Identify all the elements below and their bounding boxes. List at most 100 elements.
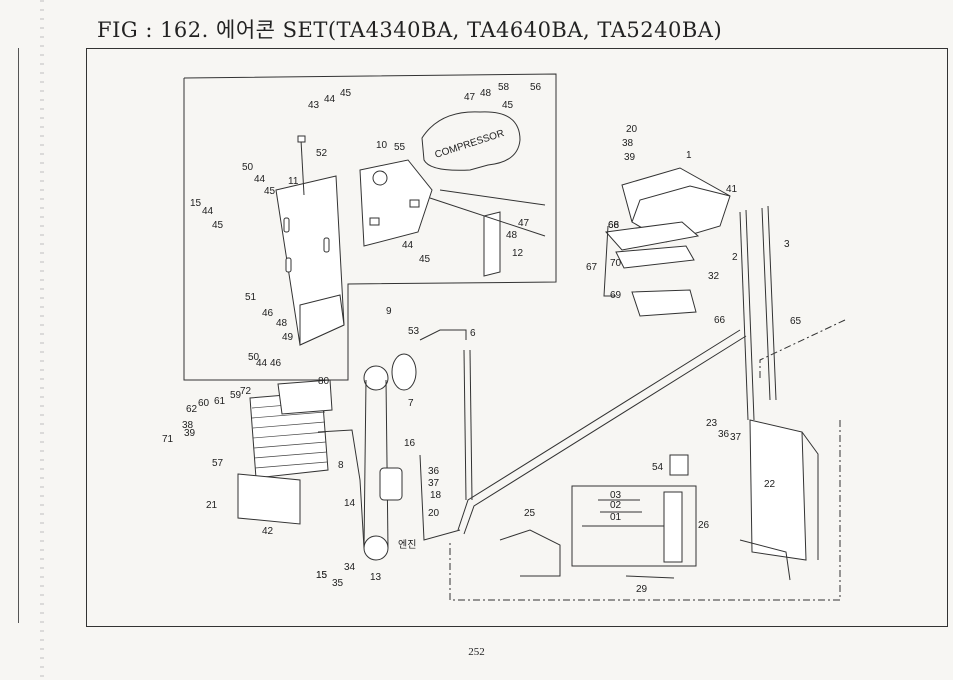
callout-23: 23 [706, 418, 718, 429]
callout-71: 71 [162, 434, 174, 445]
callout-66: 66 [714, 315, 726, 326]
callout-52: 52 [316, 148, 328, 159]
callout-50: 50 [242, 162, 254, 173]
callout-44: 44 [324, 94, 336, 105]
callout-58: 58 [498, 82, 510, 93]
callout-1: 1 [686, 150, 692, 161]
callout-45: 45 [264, 186, 276, 197]
callout-39: 39 [624, 152, 636, 163]
callout-15: 15 [316, 570, 328, 581]
callout-65: 65 [790, 316, 802, 327]
callout-37: 37 [428, 478, 440, 489]
callout-60: 60 [198, 398, 210, 409]
callout-44: 44 [256, 358, 268, 369]
left-margin-rule [18, 48, 19, 623]
compressor-outline [421, 111, 521, 171]
cab-frame [749, 419, 807, 561]
callout-57: 57 [212, 458, 224, 469]
callout-68: 68 [608, 220, 620, 231]
callout-6: 6 [470, 328, 476, 339]
callout-59: 59 [230, 390, 242, 401]
callout-12: 12 [512, 248, 524, 259]
callout-48: 48 [506, 230, 518, 241]
callout-70: 70 [610, 258, 622, 269]
callout-45: 45 [212, 220, 224, 231]
callout-20: 20 [428, 508, 440, 519]
callout-38: 38 [622, 138, 634, 149]
callout-42: 42 [262, 526, 274, 537]
callout-41: 41 [726, 184, 738, 195]
callout-66: 66 [608, 220, 620, 231]
lower-pulley [363, 535, 389, 561]
callout-44: 44 [254, 174, 266, 185]
callout-44: 44 [402, 240, 414, 251]
callout-03: 03 [610, 490, 622, 501]
callout-61: 61 [214, 396, 226, 407]
callout-53: 53 [408, 326, 420, 337]
callout-45: 45 [419, 254, 431, 265]
callout-14: 14 [344, 498, 356, 509]
callout-67: 67 [586, 262, 598, 273]
callout-numbers: 1236789101112131415151516182020212223252… [162, 82, 802, 595]
callout-13: 13 [370, 572, 382, 583]
wiring-inset-box [571, 485, 697, 567]
callout-47: 47 [518, 218, 530, 229]
callout-56: 56 [530, 82, 542, 93]
diagram-frame [86, 48, 948, 627]
bracket-group-box [183, 73, 557, 381]
callout-3: 3 [784, 239, 790, 250]
callout-62: 62 [186, 404, 198, 415]
callout-49: 49 [282, 332, 294, 343]
callout-15: 15 [190, 198, 202, 209]
filter-plate [237, 473, 301, 525]
callout-36: 36 [718, 429, 730, 440]
callout-01: 01 [610, 512, 622, 523]
binding-holes [40, 0, 44, 680]
callout-48: 48 [276, 318, 288, 329]
callout-47: 47 [464, 92, 476, 103]
callout-22: 22 [764, 479, 776, 490]
panel-54 [669, 454, 689, 476]
callout-10: 10 [376, 140, 388, 151]
callout-54: 54 [652, 462, 664, 473]
callout-29: 29 [636, 584, 648, 595]
callout-32: 32 [708, 271, 720, 282]
callout-25: 25 [524, 508, 536, 519]
page-number: 252 [468, 646, 485, 658]
callout-45: 45 [502, 100, 514, 111]
callout-46: 46 [270, 358, 282, 369]
callout-45: 45 [340, 88, 352, 99]
callout-15: 15 [316, 570, 328, 581]
callout-46: 46 [262, 308, 274, 319]
callout-80: 80 [318, 376, 330, 387]
compressor-body [379, 467, 403, 501]
callout-20: 20 [626, 124, 638, 135]
callout-37: 37 [730, 432, 742, 443]
callout-16: 16 [404, 438, 416, 449]
callout-35: 35 [332, 578, 344, 589]
callout-39: 39 [184, 428, 196, 439]
callout-43: 43 [308, 100, 320, 111]
callout-48: 48 [480, 88, 492, 99]
upper-pulley [363, 365, 389, 391]
compressor-bracket [359, 159, 433, 247]
callout-8: 8 [338, 460, 344, 471]
callout-72: 72 [240, 386, 252, 397]
callout-2: 2 [732, 252, 738, 263]
callout-50: 50 [248, 352, 260, 363]
engine-label: 엔진 [398, 539, 416, 551]
callout-44: 44 [202, 206, 214, 217]
bracket-12 [483, 211, 501, 277]
callout-9: 9 [386, 306, 392, 317]
receiver-drier [391, 353, 417, 391]
callout-51: 51 [245, 292, 257, 303]
compressor-label: COMPRESSOR [434, 128, 506, 161]
callout-21: 21 [206, 500, 218, 511]
callout-69: 69 [610, 290, 622, 301]
callout-18: 18 [430, 490, 442, 501]
figure-title: FIG : 162. 에어콘 SET(TA4340BA, TA4640BA, T… [97, 18, 723, 42]
bracket-foot [299, 294, 345, 346]
callout-02: 02 [610, 500, 622, 511]
callout-11: 11 [288, 176, 299, 187]
